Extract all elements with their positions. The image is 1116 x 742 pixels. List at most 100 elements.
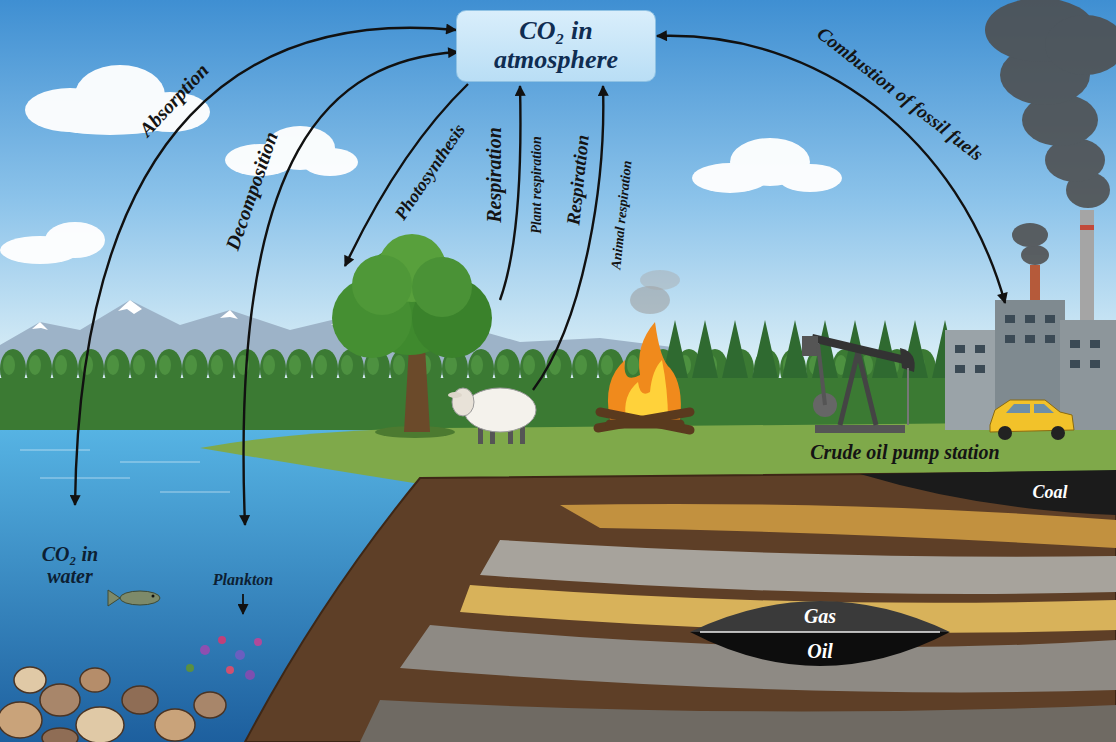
seabed-shells-part [155,709,195,741]
tree-part [412,257,472,317]
oil-pump-jack-part [907,368,909,425]
plankton-part [186,664,194,672]
factory-part-part [1070,340,1080,348]
plankton-part [235,650,245,660]
clouds-part [302,148,358,176]
factory-part-part [1045,315,1055,323]
photosynthesis-arrow [345,84,468,266]
plankton-leader [242,594,244,614]
car-part [1034,404,1054,413]
factory-part-part [1025,315,1035,323]
factory-part [945,330,1000,430]
seabed-shells-part [122,686,158,714]
seabed-shells-part [76,707,124,742]
seabed-shells-part [42,728,78,742]
fish-part [108,590,120,606]
campfire-part [598,412,690,430]
rock-layers-part [360,700,1116,742]
process-sublabel: Plant respiration [529,136,545,234]
sheep-part [464,388,536,432]
factory-part-part [1070,360,1080,368]
layer-label: Oil [807,640,833,663]
clouds-part [45,222,105,258]
car-part [1006,404,1030,413]
factory-part [1060,320,1116,430]
rock-layers-part [700,631,940,633]
campfire-part-part [610,420,680,429]
seabed-shells-part [0,702,42,738]
node-text: CO₂ in atmosphere [476,17,636,74]
factory-part [955,315,1100,373]
plankton-part [254,638,262,646]
fish [108,590,160,606]
factory-part [1030,265,1040,305]
layer-label: Gas [804,605,836,628]
rock-layers-part [690,601,950,632]
cycle-arrows [75,28,1005,614]
sheep-part [448,392,462,398]
plankton [186,636,262,680]
factory-smoke [985,0,1116,265]
process-label: Respiration [483,127,506,223]
campfire [598,270,690,430]
tree [332,234,492,438]
oil-pump-jack [802,336,915,433]
rock-layers-part [400,625,1116,692]
mountains-part [220,310,238,319]
rock-layers [360,470,1116,742]
rock-layers-part [560,504,1116,548]
oil-pump-jack-part [818,344,825,405]
decomposition-arrow [244,52,458,525]
factory-part-part [1005,335,1015,343]
factory-part-part [1005,315,1015,323]
campfire-part [640,270,680,290]
factory-smoke-part [1045,15,1116,75]
oil-pump-jack-part [815,425,905,433]
place-label: Plankton [213,571,273,589]
sheep [448,388,536,444]
seabed-shells-part [40,684,80,716]
factory-part-part [1025,335,1035,343]
plankton-part [226,666,234,674]
combustion-arrow [657,36,1005,303]
water-ripples [20,450,230,492]
seabed-shells-part [194,692,226,718]
car-part [998,426,1012,440]
layer-label: Coal [1032,482,1067,503]
clouds [0,65,842,264]
factory-smoke-part [1012,223,1048,247]
campfire-part [625,360,668,420]
plankton-part [245,670,255,680]
campfire-part [630,286,670,314]
atmosphere-box: CO₂ in atmosphere [456,10,656,82]
seabed-shells [0,667,226,742]
rock-layers-part [480,540,1116,594]
place-label: Crude oil pump station [810,441,1000,464]
soil [245,472,1116,742]
forest [0,320,1116,445]
factory-part-part [975,345,985,353]
seabed-shells-part [14,667,46,693]
campfire-part-part [600,412,690,430]
factory-part-part [1045,335,1055,343]
oil-pump-jack-part [802,336,818,356]
factory-part [1080,225,1094,230]
car-part [1051,426,1065,440]
plankton-part [218,636,226,644]
seabed-shells-part [80,668,110,692]
factory-part-part [1090,360,1100,368]
animal-respiration-arrow [533,86,603,390]
fish-part [120,591,160,605]
factory-part-part [955,345,965,353]
fish-part [152,595,155,598]
factory [945,210,1116,430]
factory-part-part [1090,340,1100,348]
factory-smoke-part [1021,245,1049,265]
campfire-part [608,322,681,420]
oil-pump-jack-part [812,338,905,360]
forest-part [660,320,960,380]
factory-part-part [955,365,965,373]
water-ripples-part [20,450,230,492]
factory-part [1080,210,1094,330]
absorption-arrow [75,28,456,505]
